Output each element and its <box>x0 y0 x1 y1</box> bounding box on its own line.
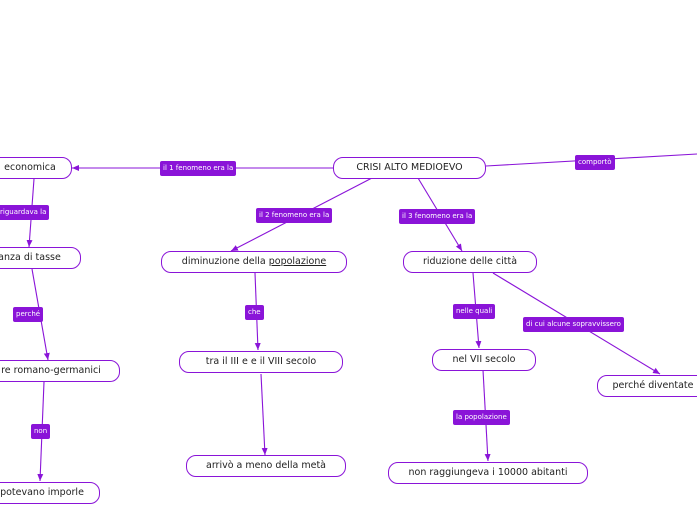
link-label-non[interactable]: non <box>31 424 51 439</box>
link-label-che[interactable]: che <box>245 305 264 320</box>
edge-secolo-meta <box>260 373 268 456</box>
node-crisi-alto-medioevo[interactable]: CRISI ALTO MEDIOEVO <box>333 157 486 179</box>
node-economica[interactable]: economica <box>0 157 72 179</box>
link-label-fenomeno-2[interactable]: il 2 fenomeno era la <box>256 208 333 223</box>
node-nel-vii-secolo[interactable]: nel VII secolo <box>432 349 536 371</box>
node-riduzione-citta[interactable]: riduzione delle città <box>403 251 537 273</box>
node-diminuzione-text: diminuzione della <box>181 256 269 267</box>
link-label-nelle-quali[interactable]: nelle quali <box>453 304 496 319</box>
link-label-fenomeno-3[interactable]: il 3 fenomeno era la <box>399 209 476 224</box>
link-label-riguardava[interactable]: riguardava la <box>0 205 50 220</box>
node-tra-iii-viii-secolo[interactable]: tra il III e e il VIII secolo <box>179 351 343 373</box>
node-arrivo-meno-meta[interactable]: arrivò a meno della metà <box>186 455 346 477</box>
node-diminuzione-popolazione[interactable]: diminuzione della popolazione <box>161 251 347 273</box>
link-label-fenomeno-1[interactable]: il 1 fenomeno era la <box>160 161 237 176</box>
link-label-comporto[interactable]: comportò <box>575 155 615 170</box>
node-non-raggiungeva-abitanti[interactable]: non raggiungeva i 10000 abitanti <box>388 462 588 484</box>
node-anza-di-tasse[interactable]: anza di tasse <box>0 247 81 269</box>
link-label-la-popolazione[interactable]: la popolazione <box>453 410 510 425</box>
node-perche-diventate[interactable]: perché diventate <box>597 375 697 397</box>
link-label-sopravvissero[interactable]: di cui alcune sopravvissero <box>523 317 624 332</box>
link-label-perche[interactable]: perché <box>13 307 44 322</box>
node-popolazione-link[interactable]: popolazione <box>268 256 327 267</box>
node-potevano-imporle[interactable]: potevano imporle <box>0 482 100 504</box>
node-re-romano-germanici[interactable]: re romano-germanici <box>0 360 120 382</box>
